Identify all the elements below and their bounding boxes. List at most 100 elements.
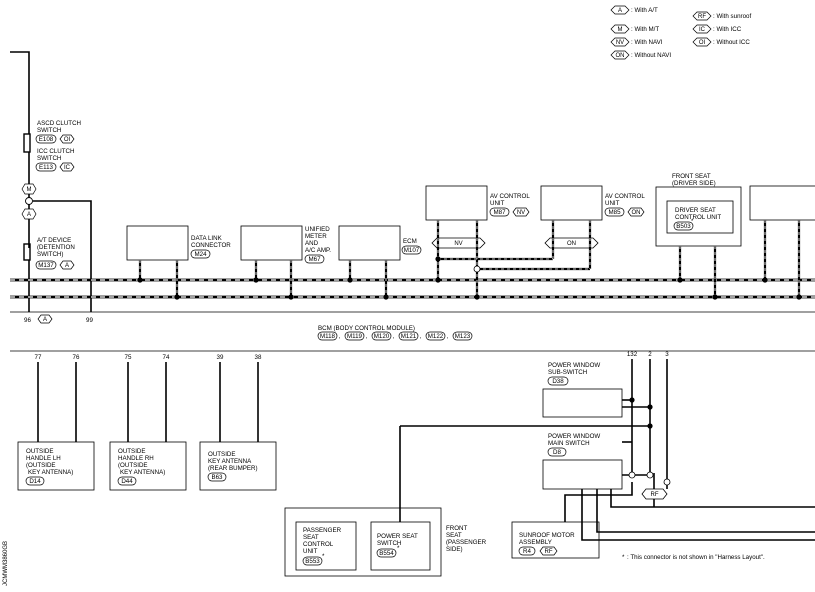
at-device-detention-switch: A/T DEVICE (DETENTION SWITCH) M137 A <box>35 237 75 270</box>
outside-handle-rh: OUTSIDE HANDLE RH (OUTSIDE KEY ANTENNA) … <box>109 441 187 491</box>
svg-text:(DRIVER SIDE): (DRIVER SIDE) <box>672 180 716 187</box>
svg-text:,: , <box>366 333 368 340</box>
svg-text:(REAR BUMPER): (REAR BUMPER) <box>208 465 258 472</box>
svg-text:E108: E108 <box>39 136 54 143</box>
svg-text:IC: IC <box>64 165 71 171</box>
svg-text:D38: D38 <box>552 378 564 385</box>
svg-text:*: * <box>397 545 400 552</box>
svg-text:M85: M85 <box>608 209 621 216</box>
svg-text:AV CONTROL: AV CONTROL <box>605 193 645 200</box>
svg-text:: With sunroof: : With sunroof <box>713 13 751 20</box>
svg-text:OUTSIDE: OUTSIDE <box>208 451 236 458</box>
svg-text:SWITCH: SWITCH <box>37 155 61 162</box>
svg-text:AND: AND <box>305 240 319 247</box>
svg-text:,: , <box>393 333 395 340</box>
pw-junctions <box>629 397 653 429</box>
svg-text:AV CONTROL: AV CONTROL <box>490 193 530 200</box>
svg-text:UNIFIED: UNIFIED <box>305 226 330 233</box>
svg-text:75: 75 <box>125 354 132 361</box>
svg-text:M121: M121 <box>401 333 417 340</box>
svg-text:132: 132 <box>627 351 638 358</box>
pw-splices <box>628 471 671 486</box>
svg-text:A: A <box>43 317 47 323</box>
svg-text:A/C AMP.: A/C AMP. <box>305 247 331 254</box>
svg-text:SWITCH: SWITCH <box>377 540 401 547</box>
tag-a <box>21 208 37 220</box>
svg-text:SEAT: SEAT <box>303 534 319 541</box>
svg-text:M: M <box>27 187 32 193</box>
svg-text:ASSEMBLY: ASSEMBLY <box>519 539 552 546</box>
svg-text:,: , <box>339 333 341 340</box>
svg-text:M: M <box>618 27 623 33</box>
svg-text:SUNROOF MOTOR: SUNROOF MOTOR <box>519 532 575 539</box>
svg-text:*: * <box>322 553 325 560</box>
svg-text:B554: B554 <box>379 550 394 557</box>
svg-text:ICC CLUTCH: ICC CLUTCH <box>37 148 74 155</box>
bcm-label: BCM (BODY CONTROL MODULE) M118 M119 M120… <box>317 325 473 341</box>
passenger-seat-control-unit: PASSENGER SEAT CONTROL UNIT B553 * <box>295 521 357 571</box>
svg-text:SWITCH: SWITCH <box>37 127 61 134</box>
legend-oi: OI : Without ICC <box>692 37 750 47</box>
svg-text:76: 76 <box>73 354 80 361</box>
power-window-wires <box>399 359 815 541</box>
svg-text:KEY ANTENNA: KEY ANTENNA <box>208 458 252 465</box>
svg-text:D8: D8 <box>553 449 561 456</box>
svg-text:M107: M107 <box>404 247 420 254</box>
svg-text:CONNECTOR: CONNECTOR <box>191 242 231 249</box>
svg-text:: With M/T: : With M/T <box>631 26 659 33</box>
svg-text:: Without NAVI: : Without NAVI <box>631 52 671 59</box>
svg-text:ON: ON <box>632 210 641 216</box>
svg-text:POWER WINDOW: POWER WINDOW <box>548 433 600 440</box>
svg-text:D14: D14 <box>29 478 41 485</box>
svg-text:: This connector is not shown: : This connector is not shown in "Harnes… <box>627 554 765 561</box>
svg-text:POWER SEAT: POWER SEAT <box>377 533 418 540</box>
svg-text:74: 74 <box>163 354 170 361</box>
svg-text:A: A <box>27 212 31 218</box>
svg-text:UNIT: UNIT <box>303 548 318 555</box>
can-bus <box>10 278 815 299</box>
legend-ic: IC : With ICC <box>692 24 742 34</box>
svg-text:A/T DEVICE: A/T DEVICE <box>37 237 71 244</box>
svg-text:96: 96 <box>24 317 31 324</box>
svg-text:RF: RF <box>545 549 553 555</box>
data-link-connector: DATA LINK CONNECTOR M24 <box>126 225 231 261</box>
svg-text:B553: B553 <box>305 558 320 565</box>
svg-text:SIDE): SIDE) <box>446 546 463 553</box>
outside-key-antenna-rear-bumper: OUTSIDE KEY ANTENNA (REAR BUMPER) B63 <box>199 441 277 491</box>
svg-text:38: 38 <box>255 354 262 361</box>
svg-text:OUTSIDE: OUTSIDE <box>118 448 146 455</box>
svg-text:B503: B503 <box>676 223 691 230</box>
svg-text:(DETENTION: (DETENTION <box>37 244 75 251</box>
svg-text:NV: NV <box>616 40 624 46</box>
svg-text:KEY ANTENNA): KEY ANTENNA) <box>28 469 73 476</box>
svg-text:IC: IC <box>699 27 706 33</box>
legend-m: M : With M/T <box>610 24 659 34</box>
legend: A : With A/T M : With M/T NV : With NAVI… <box>610 5 751 60</box>
svg-text:RF: RF <box>651 492 659 498</box>
svg-text:MAIN SWITCH: MAIN SWITCH <box>548 440 590 447</box>
svg-text:M119: M119 <box>347 333 363 340</box>
svg-text:FRONT: FRONT <box>446 525 468 532</box>
legend-rf: RF : With sunroof <box>692 11 751 21</box>
svg-text:M24: M24 <box>194 251 207 258</box>
svg-text:M67: M67 <box>308 256 321 263</box>
svg-text:CONTROL UNIT: CONTROL UNIT <box>675 214 721 221</box>
svg-text:M122: M122 <box>428 333 444 340</box>
svg-text:2: 2 <box>648 351 652 358</box>
splice-point <box>473 265 481 273</box>
svg-text:: With NAVI: : With NAVI <box>631 39 663 46</box>
svg-text:SWITCH): SWITCH) <box>37 251 63 258</box>
pin-96: 96 A <box>24 314 53 324</box>
svg-text:POWER WINDOW: POWER WINDOW <box>548 362 600 369</box>
svg-text:: With A/T: : With A/T <box>631 7 658 14</box>
next-unit-box <box>749 185 815 221</box>
svg-text:PASSENGER: PASSENGER <box>303 527 342 534</box>
svg-text:HANDLE RH: HANDLE RH <box>118 455 154 462</box>
bus-drops-dash <box>139 220 800 297</box>
svg-text:M120: M120 <box>374 333 390 340</box>
svg-text:(PASSENGER: (PASSENGER <box>446 539 487 546</box>
bcm-pins: 77 76 75 74 39 38 132 2 3 <box>35 351 670 361</box>
svg-text:CONTROL: CONTROL <box>303 541 334 548</box>
legend-nv: NV : With NAVI <box>610 37 663 47</box>
